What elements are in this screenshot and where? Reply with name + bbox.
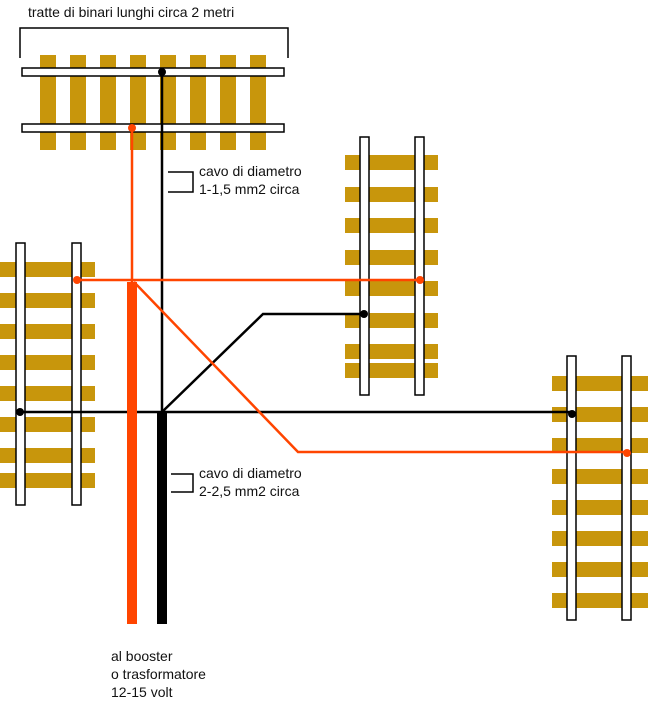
track-far-right-rail-b [621, 355, 632, 621]
thick-cable-label: cavo di diametro 2-2,5 mm2 circa [199, 464, 302, 500]
red-feeder-wires [77, 130, 627, 454]
booster-label-line1: al booster [111, 648, 173, 664]
track-middle-right [345, 136, 438, 396]
thin-cable-label-line2: 1-1,5 mm2 circa [199, 181, 300, 197]
track-far-right-rail-a [566, 355, 577, 621]
track-left [0, 242, 95, 506]
connection-dots [16, 68, 631, 457]
top-label: tratte di binari lunghi circa 2 metri [28, 4, 235, 20]
track-top [21, 55, 285, 150]
thick-cable-label-line2: 2-2,5 mm2 circa [199, 483, 300, 499]
black-feeder-wires [20, 72, 572, 414]
track-middle-right-rail-b [414, 136, 425, 396]
track-top-rail-lower [21, 123, 285, 133]
booster-label: al booster o trasformatore 12-15 volt [111, 647, 206, 701]
track-far-right [552, 355, 648, 621]
main-cable-red [127, 282, 137, 624]
thin-cable-label: cavo di diametro 1-1,5 mm2 circa [199, 162, 302, 198]
booster-label-line2: o trasformatore [111, 666, 206, 682]
thick-cable-bracket [171, 473, 194, 493]
thin-cable-bracket [168, 171, 194, 193]
track-middle-right-rail-a [359, 136, 370, 396]
track-left-rail-b [71, 242, 82, 506]
main-cable-black [157, 412, 167, 624]
track-top-rail-upper [21, 67, 285, 77]
top-bracket [19, 27, 289, 58]
thin-cable-label-line1: cavo di diametro [199, 163, 302, 179]
track-left-rail-a [15, 242, 26, 506]
thick-cable-label-line1: cavo di diametro [199, 465, 302, 481]
booster-label-line3: 12-15 volt [111, 684, 173, 700]
